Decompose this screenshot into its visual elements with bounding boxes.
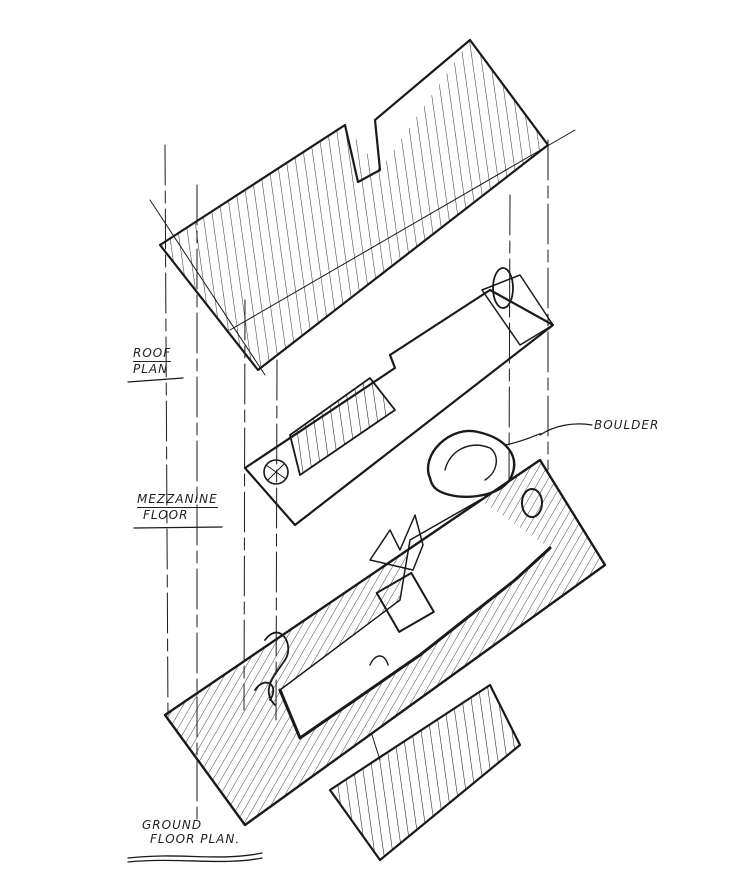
boulder-label: BOULDER (594, 418, 660, 432)
roof-label-line1: ROOF (133, 346, 172, 362)
mezzanine-floor-drawing (243, 267, 555, 527)
ground-floor-plan-drawing (163, 458, 607, 827)
deck-drawing (328, 683, 522, 862)
ground-label-line1: GROUND (142, 818, 203, 832)
roof-plan-label: ROOF PLAN (133, 346, 172, 376)
mezzanine-label-line2: FLOOR (143, 508, 189, 522)
mezzanine-floor-label: MEZZANINE FLOOR (137, 492, 218, 522)
roof-plan-drawing (149, 38, 576, 376)
boulder-drawing (426, 423, 593, 498)
label-underlines (127, 377, 263, 863)
ground-floor-plan-label: GROUND FLOOR PLAN. (142, 818, 240, 846)
mezzanine-label-line1: MEZZANINE (137, 492, 218, 508)
ground-label-line2: FLOOR PLAN. (150, 832, 241, 846)
roof-label-line2: PLAN (133, 362, 169, 376)
